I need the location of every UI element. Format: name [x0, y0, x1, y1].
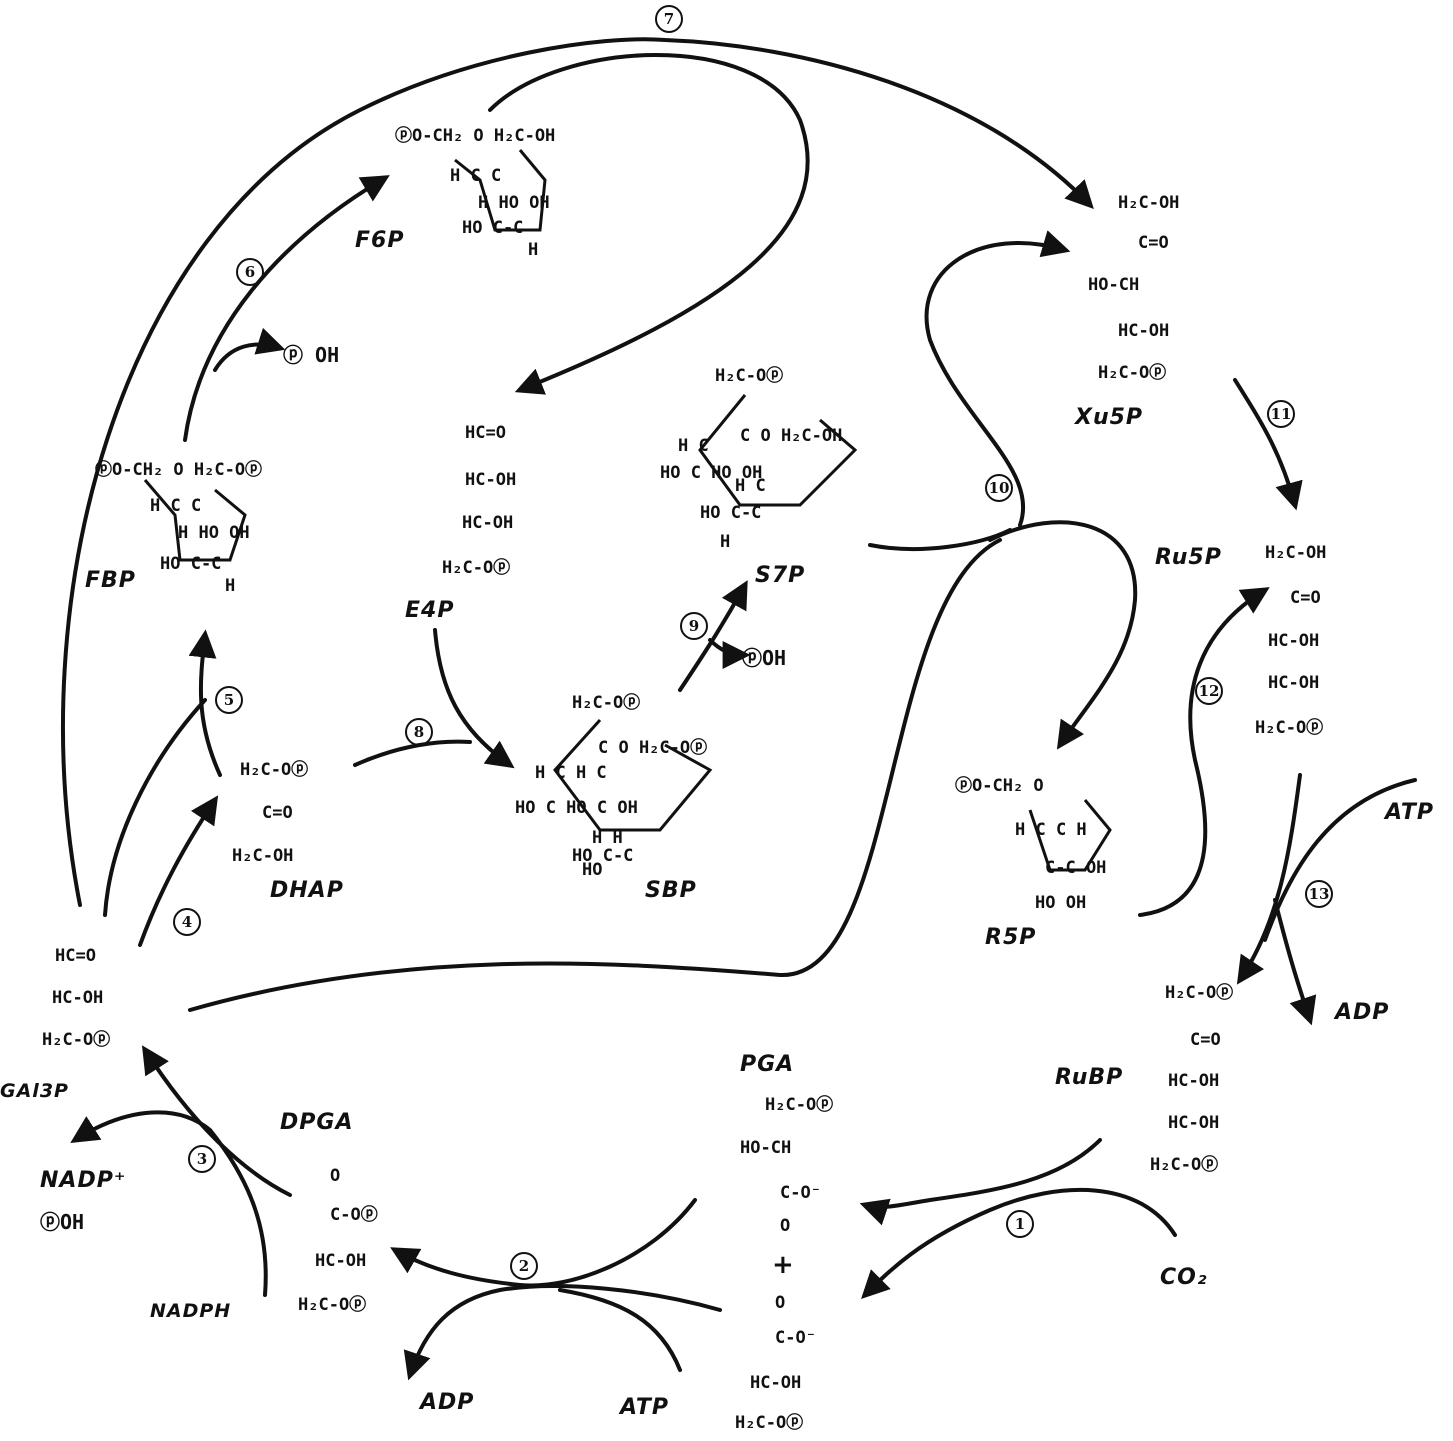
arrow-3 — [141, 1045, 292, 1197]
ring-bonds — [143, 149, 1112, 872]
arrow-fbp-to-f6p — [183, 175, 390, 442]
gal3p-label: GAl3P — [0, 1080, 69, 1102]
xu5p-label: Xu5P — [1075, 405, 1144, 430]
arrow-outer-arc — [60, 37, 1094, 907]
arrow-10-to-xu5p — [924, 230, 1071, 527]
arrow-10-to-r5p — [988, 520, 1138, 750]
dhap-label: DHAP — [270, 878, 344, 903]
dpga-label: DPGA — [280, 1110, 354, 1135]
plus-sign: + — [772, 1250, 794, 1280]
arrow-13-atp — [1263, 778, 1417, 942]
step-3: 3 — [188, 1145, 216, 1173]
arrow-gal-to-10 — [188, 538, 1002, 1012]
s7p-label: S7P — [755, 563, 806, 588]
step-11: 11 — [1267, 400, 1295, 428]
arrow-9-poh — [708, 638, 751, 669]
arrow-4 — [138, 795, 219, 947]
arrow-1-rubp — [859, 1138, 1102, 1226]
arrow-12 — [1138, 587, 1270, 917]
step-8: 8 — [405, 718, 433, 746]
step-4: 4 — [173, 908, 201, 936]
fbp-label: FBP — [85, 568, 136, 593]
arrow-13-adp — [1273, 898, 1317, 1026]
adp-right-label: ADP — [1335, 1000, 1390, 1025]
arrow-2-a — [390, 1198, 697, 1288]
arrow-3-nadph — [70, 1110, 268, 1297]
step-13: 13 — [1305, 880, 1333, 908]
step-10: 10 — [985, 474, 1013, 502]
s7p-line-5: HO C-C — [700, 503, 762, 523]
r5p-label: R5P — [985, 925, 1037, 950]
sbp-label: SBP — [645, 878, 697, 903]
poh-step9: ⓟOH — [742, 646, 787, 670]
arrow-2-atp — [558, 1288, 682, 1372]
atp-bottom-label: ATP — [620, 1395, 670, 1420]
step-7: 7 — [655, 5, 683, 33]
arrow-13 — [1236, 773, 1302, 985]
arrow-8 — [353, 739, 472, 767]
step-2: 2 — [510, 1252, 538, 1280]
arrow-f6p-to-e4p — [488, 53, 810, 395]
step-9: 9 — [680, 612, 708, 640]
e4p-label: E4P — [405, 598, 455, 623]
step-1: 1 — [1006, 1210, 1034, 1238]
arrow-5-from-gal — [103, 698, 207, 917]
step-6: 6 — [236, 258, 264, 286]
step-12: 12 — [1195, 677, 1223, 705]
poh-nadp: ⓟOH — [40, 1210, 85, 1234]
pga-label: PGA — [740, 1052, 795, 1077]
nadph-label: NADPH — [150, 1300, 232, 1322]
arrow-1-co2 — [861, 1188, 1177, 1299]
atp-top-label: ATP — [1385, 800, 1435, 825]
f6p-label: F6P — [355, 228, 405, 253]
arrow-e4p-to-sbp — [433, 628, 515, 769]
poh-step6: ⓟ OH — [283, 343, 340, 367]
arrow-6-poh — [213, 327, 286, 372]
arrow-2-b — [403, 1284, 722, 1381]
arrow-11 — [1233, 378, 1303, 511]
nadp-label: NADP⁺ — [40, 1168, 127, 1193]
co2-label: CO₂ — [1160, 1265, 1208, 1290]
rubp-label: RuBP — [1055, 1065, 1124, 1090]
sbp-line-5: HO C-C — [572, 846, 634, 866]
step-5: 5 — [215, 686, 243, 714]
adp-bottom-label: ADP — [420, 1390, 475, 1415]
ru5p-label: Ru5P — [1155, 545, 1222, 570]
